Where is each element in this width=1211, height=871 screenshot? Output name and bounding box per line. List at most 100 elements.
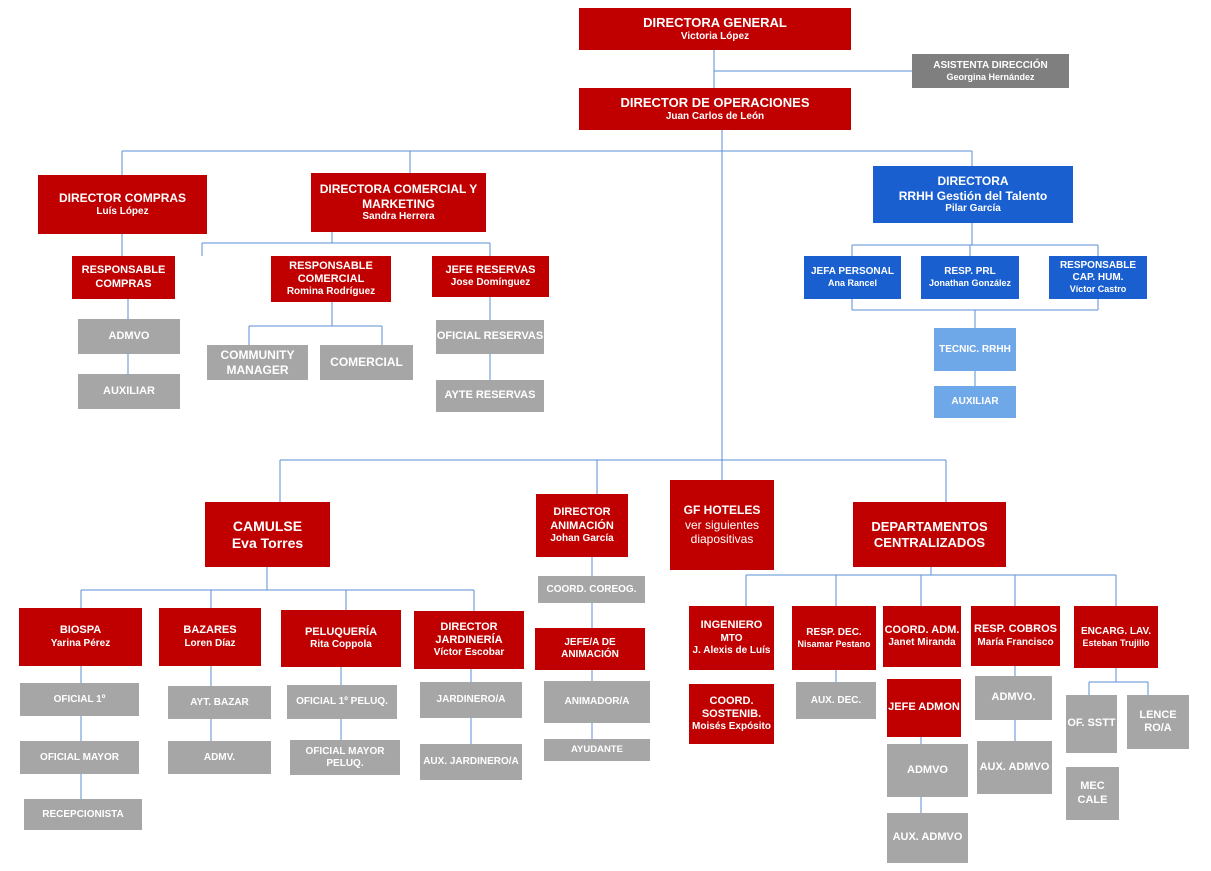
node-title: COORD. ADM. (884, 623, 960, 636)
node-name: Sandra Herrera (362, 210, 435, 222)
ayte-reservas-box: AYTE RESERVAS (436, 380, 544, 412)
node-title: ASISTENTA DIRECCIÓN (933, 59, 1048, 71)
departamentos-centralizados-box: DEPARTAMENTOS CENTRALIZADOS (853, 502, 1006, 567)
node-name: J. Alexis de Luís (692, 644, 771, 656)
animador-box: ANIMADOR/A (544, 681, 650, 723)
node-subtitle: RRHH Gestión del Talento (898, 188, 1048, 203)
node-title: JEFE/A DE ANIMACIÓN (561, 637, 619, 660)
node-title: AYT. BAZAR (190, 696, 249, 708)
bazares-admv-box: ADMV. (168, 741, 271, 774)
node-title: AUXILIAR (103, 384, 155, 397)
node-name: Víctor Escobar (433, 647, 505, 659)
node-title: JARDINERO/A (436, 694, 506, 705)
responsable-comercial-box: RESPONSABLE COMERCIAL Romina Rodríguez (271, 256, 391, 302)
node-title: COMMUNITY MANAGER (220, 348, 295, 377)
biospa-recepcionista-box: RECEPCIONISTA (24, 799, 142, 830)
node-title: JEFE RESERVAS (445, 263, 536, 276)
node-title: AUX. ADMVO (979, 760, 1050, 773)
node-title: JEFA PERSONAL (811, 266, 894, 278)
ayt-bazar-box: AYT. BAZAR (168, 686, 271, 719)
encarg-lav-box: ENCARG. LAV. Esteban Trujillo (1074, 606, 1158, 668)
node-note: diapositivas (690, 532, 754, 547)
peluqueria-box: PELUQUERÍA Rita Coppola (281, 610, 401, 667)
node-title: RESPONSABLE CAP. HUM. (1059, 260, 1137, 284)
node-name: Romina Rodríguez (286, 286, 376, 298)
coord-coreog-box: COORD. COREOG. (538, 576, 645, 603)
node-title: RESP. DEC. (806, 626, 862, 638)
biospa-oficial-mayor-box: OFICIAL MAYOR (20, 741, 139, 774)
jefe-reservas-box: JEFE RESERVAS Jose Domínguez (432, 256, 549, 297)
oficial-1-peluq-box: OFICIAL 1º PELUQ. (287, 685, 397, 719)
node-title: BIOSPA (59, 624, 102, 637)
node-title: AUX. DEC. (810, 694, 862, 706)
node-title: RESP. PRL (944, 266, 996, 278)
node-title: DIRECTORA (937, 174, 1009, 189)
aux-dec-box: AUX. DEC. (796, 682, 876, 719)
camulse-box: CAMULSE Eva Torres (205, 502, 330, 567)
ayudante-box: AYUDANTE (544, 739, 650, 761)
jefe-admon-box: JEFE ADMON (887, 679, 961, 737)
node-title: DIRECTOR COMPRAS (58, 191, 187, 206)
biospa-oficial-1-box: OFICIAL 1º (20, 683, 139, 716)
comercial-box: COMERCIAL (320, 345, 413, 380)
director-jardineria-box: DIRECTOR JARDINERÍA Víctor Escobar (414, 611, 524, 669)
node-name: Yarina Pérez (50, 637, 111, 649)
node-title: RESP. COBROS (974, 623, 1057, 636)
node-name: Rita Coppola (310, 639, 372, 651)
lencero-box: LENCE RO/A (1127, 695, 1189, 749)
node-title: DIRECTORA COMERCIAL Y MARKETING (319, 182, 478, 211)
node-name: Ana Rancel (827, 278, 878, 289)
coord-adm-box: COORD. ADM. Janet Miranda (883, 606, 961, 667)
node-title: COORD. SOSTENIB. (701, 694, 762, 720)
node-title: OF. SSTT (1067, 717, 1116, 730)
node-name: Eva Torres (231, 534, 304, 551)
node-note: ver siguientes (684, 517, 760, 532)
resp-dec-box: RESP. DEC. Nisamar Pestano (792, 606, 876, 670)
resp-cobros-box: RESP. COBROS María Francisco (971, 606, 1060, 666)
responsable-compras-box: RESPONSABLE COMPRAS (72, 256, 175, 299)
node-title: COORD. COREOG. (546, 583, 637, 595)
mec-cale-box: MEC CALE (1066, 767, 1119, 820)
jardinero-box: JARDINERO/A (420, 682, 522, 718)
node-title: INGENIERO (700, 619, 763, 632)
node-title: ADMV. (203, 751, 236, 763)
bazares-box: BAZARES Loren Díaz (159, 608, 261, 666)
asistenta-direccion-box: ASISTENTA DIRECCIÓN Georgina Hernández (912, 54, 1069, 88)
node-name: Pilar García (945, 202, 1001, 214)
node-name: Victoria López (680, 30, 750, 42)
ingeniero-mto-box: INGENIERO MTO J. Alexis de Luís (689, 606, 774, 670)
compras-auxiliar-box: AUXILIAR (78, 374, 180, 409)
node-title: OFICIAL 1º (53, 693, 106, 705)
node-title: ADMVO. (991, 691, 1036, 704)
node-title: LENCE RO/A (1139, 708, 1177, 734)
node-title: PELUQUERÍA (304, 625, 378, 638)
node-title: MEC CALE (1077, 780, 1108, 806)
cobros-aux-admvo-box: AUX. ADMVO (977, 741, 1052, 794)
oficial-reservas-box: OFICIAL RESERVAS (436, 320, 544, 354)
node-title: OFICIAL MAYOR PELUQ. (305, 745, 385, 769)
node-title: BAZARES (183, 624, 237, 637)
compras-admvo-box: ADMVO (78, 319, 180, 354)
director-operaciones-box: DIRECTOR DE OPERACIONES Juan Carlos de L… (579, 88, 851, 130)
node-subtitle: MTO (720, 632, 743, 644)
director-compras-box: DIRECTOR COMPRAS Luís López (38, 175, 207, 234)
node-title: RESPONSABLE COMERCIAL (289, 259, 373, 285)
of-sstt-box: OF. SSTT (1066, 695, 1117, 753)
node-name: Esteban Trujillo (1082, 637, 1150, 648)
node-name: Georgina Hernández (946, 71, 1035, 82)
node-name: Juan Carlos de León (665, 110, 765, 122)
node-name: María Francisco (977, 636, 1054, 648)
responsable-cap-hum-box: RESPONSABLE CAP. HUM. Víctor Castro (1049, 256, 1147, 299)
node-title: ENCARG. LAV. (1080, 625, 1151, 637)
node-title: RESPONSABLE COMPRAS (81, 264, 166, 290)
adm-admvo-box: ADMVO (887, 744, 968, 797)
jefa-personal-box: JEFA PERSONAL Ana Rancel (804, 256, 901, 299)
node-title: ADMVO (907, 763, 948, 776)
aux-jardinero-box: AUX. JARDINERO/A (420, 744, 522, 780)
node-name: Loren Díaz (184, 637, 236, 649)
gf-hoteles-box: GF HOTELES ver siguientes diapositivas (670, 480, 774, 570)
node-name: Víctor Castro (1069, 284, 1127, 295)
node-title: AYUDANTE (571, 744, 623, 756)
node-title: JEFE ADMON (888, 701, 960, 714)
